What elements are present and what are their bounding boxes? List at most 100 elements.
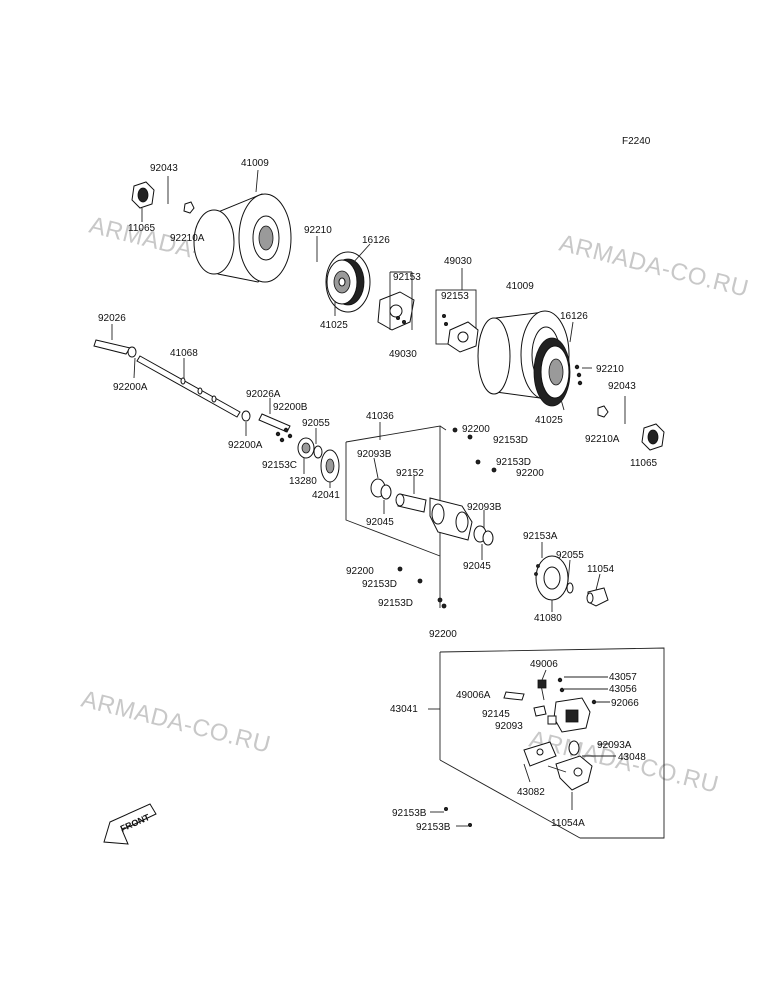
rear-axle-shaft [93,339,291,433]
part-label: 92093B [357,449,392,460]
part-label: 92210 [304,225,332,236]
part-label: 43056 [609,684,637,695]
brake-disc-right [534,555,569,601]
washer [287,433,293,439]
bolt [417,578,423,584]
part-label: 43041 [390,704,418,715]
bolt [559,687,565,693]
part-label: 92210 [596,364,624,375]
part-label: 92200A [228,440,263,451]
washer [279,437,285,443]
part-label: 92043 [150,163,178,174]
part-label: 92200B [273,402,308,413]
part-label: 92055 [556,550,584,561]
part-label: 11054A [551,818,585,829]
right-axle-nut [641,423,665,451]
piston [568,740,580,756]
part-label: 92200A [113,382,148,393]
part-label: 41009 [506,281,534,292]
part-label: 92153D [496,457,531,468]
bolt [441,603,447,609]
brake-pads [523,741,557,767]
part-label: 16126 [560,311,588,322]
o-ring [566,582,574,594]
bolt [491,467,497,473]
part-label: 92153C [262,460,297,471]
bolt [452,427,458,433]
part-label: 92152 [396,468,424,479]
part-label: 41025 [535,415,563,426]
front-direction-arrow: FRONT [103,803,157,845]
housing-assembly-box [345,425,447,608]
part-label: 92045 [463,561,491,572]
bolt [574,364,580,370]
bolt [577,380,583,386]
leader-lines [111,169,616,827]
part-label: 92153D [493,435,528,446]
right-hub-bracket [435,289,479,353]
part-label: 92200 [346,566,374,577]
part-label: 92055 [302,418,330,429]
part-label: 92153B [416,822,451,833]
brake-disc-left [320,449,340,483]
figure-code: F2240 [622,136,651,147]
bolt [576,372,582,378]
bolt [437,597,443,603]
small-nut [597,405,609,418]
bolt [467,823,472,828]
part-label: 11054 [587,564,615,575]
hub-sprocket [297,437,315,459]
part-label: 92153A [523,531,558,542]
part-label: 43057 [609,672,637,683]
part-label: 92026 [98,313,126,324]
right-tire [477,310,571,407]
part-label: 92145 [482,709,510,720]
part-label: 92026A [246,389,281,400]
part-label: 92210A [585,434,620,445]
part-label: 41080 [534,613,562,624]
part-label: 41068 [170,348,198,359]
part-label: 49006 [530,659,558,670]
part-label: 92043 [608,381,636,392]
part-label: 92153D [362,579,397,590]
part-label: 92200 [429,629,457,640]
axle-sleeve [395,493,427,513]
part-label: 42041 [312,490,340,501]
small-spring [533,705,557,725]
part-label: 49006A [456,690,491,701]
part-label: 92153 [393,272,421,283]
part-label: 43082 [517,787,545,798]
part-label: 49030 [389,349,417,360]
part-label: 16126 [362,235,390,246]
part-label: 43048 [618,752,646,763]
washer [283,427,289,433]
axle-housing [429,497,473,541]
part-label: 49030 [444,256,472,267]
small-nut [183,201,195,214]
bolt [443,807,448,812]
washer [275,431,281,437]
caliper-assembly-box [439,647,665,839]
caliper-pin [503,679,547,701]
bolt [475,459,481,465]
left-wheel-rim [325,251,371,313]
part-number-labels: 92043 41009 11065 92210A 92210 16126 410… [98,158,658,833]
part-label: 92200 [462,424,490,435]
part-label: 41025 [320,320,348,331]
bolt [397,566,403,572]
bolt [467,434,473,440]
part-label: 92045 [366,517,394,528]
collar [586,587,609,607]
watermark: ARMADA-CO.RU [79,686,274,759]
part-label: 92066 [611,698,639,709]
bolt [557,677,563,683]
left-axle-nut [131,181,155,209]
watermark: ARMADA-CO.RU [557,230,752,303]
left-tire [193,193,292,283]
part-label: 92093B [467,502,502,513]
part-label: 11065 [630,458,658,469]
part-label: 41036 [366,411,394,422]
bearing-right [473,525,494,546]
bearing-left [370,478,392,500]
